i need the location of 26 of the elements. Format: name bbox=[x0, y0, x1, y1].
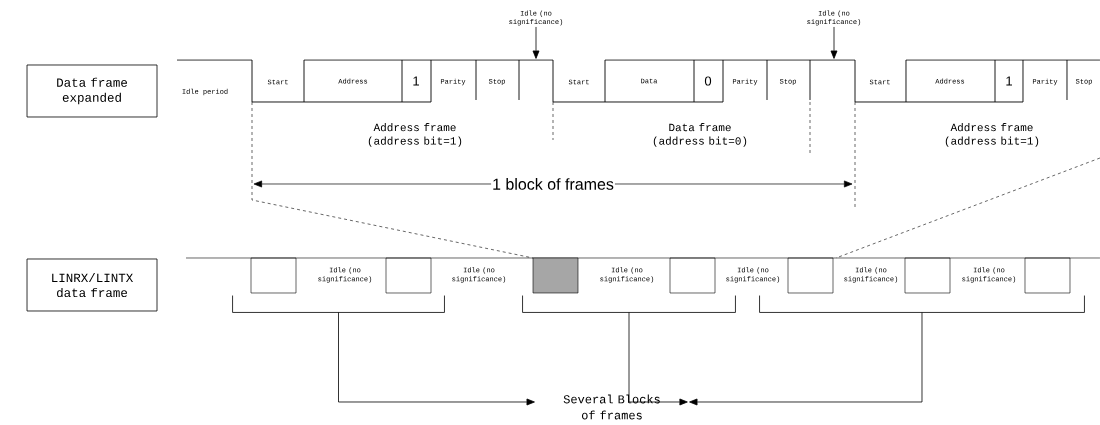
arrow bbox=[689, 312, 923, 406]
frame-box bbox=[385, 257, 432, 294]
bit-label: 1 bbox=[413, 76, 419, 86]
waveform-drawing bbox=[176, 59, 1100, 103]
dimension-label: 1 block of frames bbox=[491, 177, 615, 191]
frame-box bbox=[1024, 257, 1071, 294]
frame-box bbox=[787, 257, 834, 294]
target-text: Several Blocks of frames bbox=[563, 394, 660, 420]
frame-caption: Address frame (address bit=1) bbox=[368, 123, 462, 147]
bracket bbox=[759, 295, 1085, 313]
bit-label: 1 bbox=[1006, 76, 1012, 86]
frame-box bbox=[669, 257, 716, 294]
bracket bbox=[522, 295, 736, 313]
frame-box bbox=[904, 257, 951, 294]
frame-caption: Data frame (address bit=0) bbox=[653, 123, 747, 147]
arrow bbox=[830, 26, 838, 59]
frame-box bbox=[532, 257, 579, 294]
label-box: Data frame expanded bbox=[26, 64, 158, 118]
frame-box bbox=[250, 257, 297, 294]
frame-caption: Address frame (address bit=1) bbox=[945, 123, 1039, 147]
arrow bbox=[338, 312, 535, 406]
label-box: LINRX/LINTX data frame bbox=[26, 258, 158, 312]
bracket bbox=[232, 295, 445, 313]
arrow bbox=[532, 26, 540, 59]
arrow bbox=[628, 312, 688, 406]
bit-label: 0 bbox=[704, 76, 712, 86]
